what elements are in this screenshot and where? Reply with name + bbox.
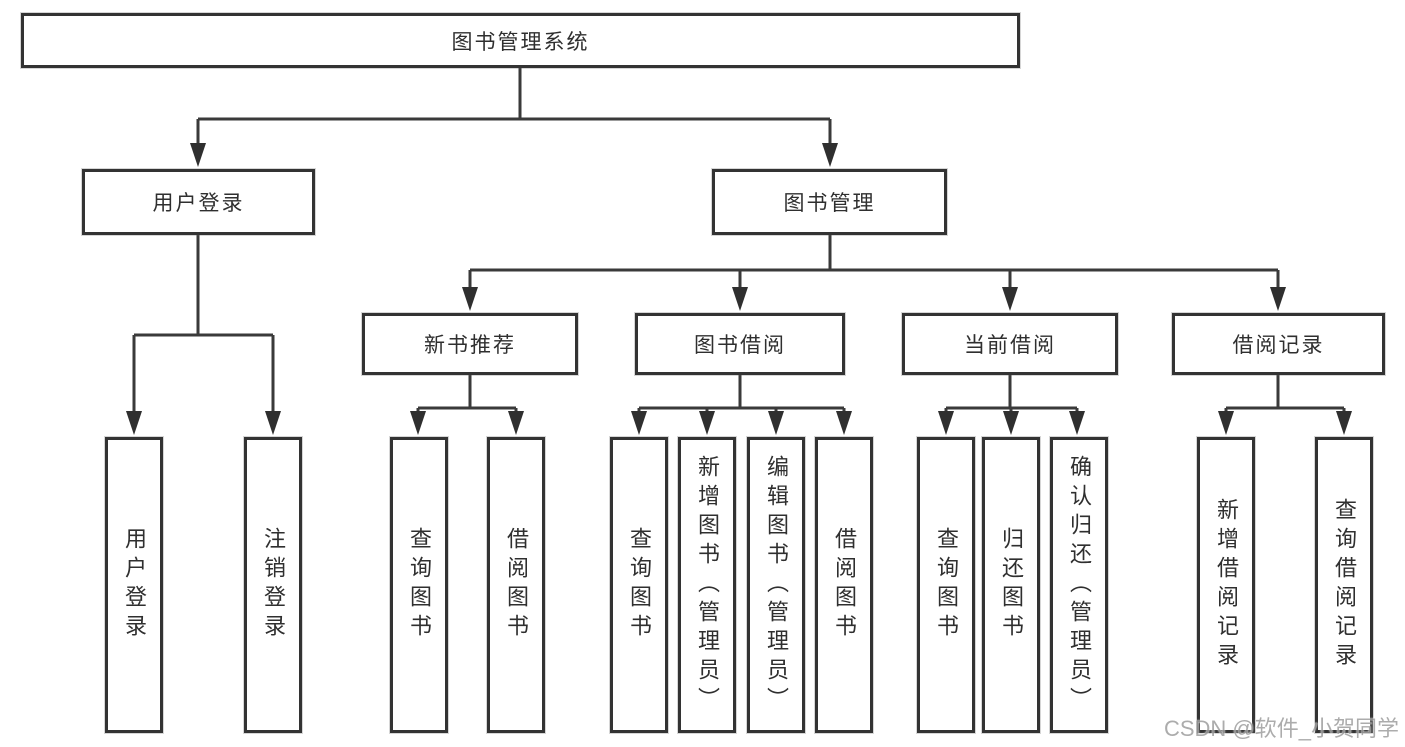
leaf-return-book: 归还图书 (982, 437, 1040, 733)
watermark: CSDN @软件_小贺同学 (1163, 716, 1399, 741)
node-label: 借阅图书 (832, 527, 857, 643)
node-label: 用户登录 (122, 527, 147, 643)
node-label: 用户登录 (152, 192, 245, 215)
node-label: 编辑图书（管理员） (764, 454, 789, 716)
node-label: 注销登录 (261, 527, 286, 643)
node-label: 当前借阅 (964, 334, 1056, 357)
node-label: 归还图书 (999, 527, 1024, 643)
node-label: 借阅记录 (1232, 334, 1325, 357)
node-user-login: 用户登录 (82, 169, 315, 235)
leaf-add-book-admin: 新增图书（管理员） (678, 437, 736, 733)
node-label: 图书管理 (783, 192, 876, 215)
node-borrowing-records: 借阅记录 (1172, 313, 1385, 375)
leaf-borrow-books-borrowing: 借阅图书 (815, 437, 873, 733)
node-label: 图书管理系统 (451, 30, 590, 54)
leaf-logout: 注销登录 (244, 437, 302, 733)
node-label: 图书借阅 (694, 334, 786, 357)
node-new-book-recommendation: 新书推荐 (362, 313, 578, 375)
node-current-borrowing: 当前借阅 (902, 313, 1118, 375)
node-label: 新增图书（管理员） (695, 454, 720, 716)
node-label: 新增借阅记录 (1214, 498, 1239, 672)
node-library-management-system: 图书管理系统 (21, 13, 1020, 68)
node-label: 查询图书 (407, 527, 432, 643)
leaf-query-borrow-record: 查询借阅记录 (1315, 437, 1373, 733)
leaf-query-books-recommend: 查询图书 (390, 437, 448, 733)
node-label: 新书推荐 (424, 334, 516, 357)
leaf-query-books-current: 查询图书 (917, 437, 975, 733)
node-label: 查询图书 (627, 527, 652, 643)
arrowheads (126, 143, 1352, 435)
node-book-management: 图书管理 (712, 169, 947, 235)
leaf-edit-book-admin: 编辑图书（管理员） (747, 437, 805, 733)
node-label: 借阅图书 (504, 527, 529, 643)
leaf-confirm-return-admin: 确认归还（管理员） (1050, 437, 1108, 733)
leaf-query-books-borrowing: 查询图书 (610, 437, 668, 733)
leaf-borrow-books-recommend: 借阅图书 (487, 437, 545, 733)
node-label: 确认归还（管理员） (1067, 454, 1092, 716)
leaf-user-login: 用户登录 (105, 437, 163, 733)
node-book-borrowing: 图书借阅 (635, 313, 845, 375)
node-label: 查询借阅记录 (1332, 498, 1357, 672)
node-label: 查询图书 (934, 527, 959, 643)
leaf-add-borrow-record: 新增借阅记录 (1197, 437, 1255, 733)
